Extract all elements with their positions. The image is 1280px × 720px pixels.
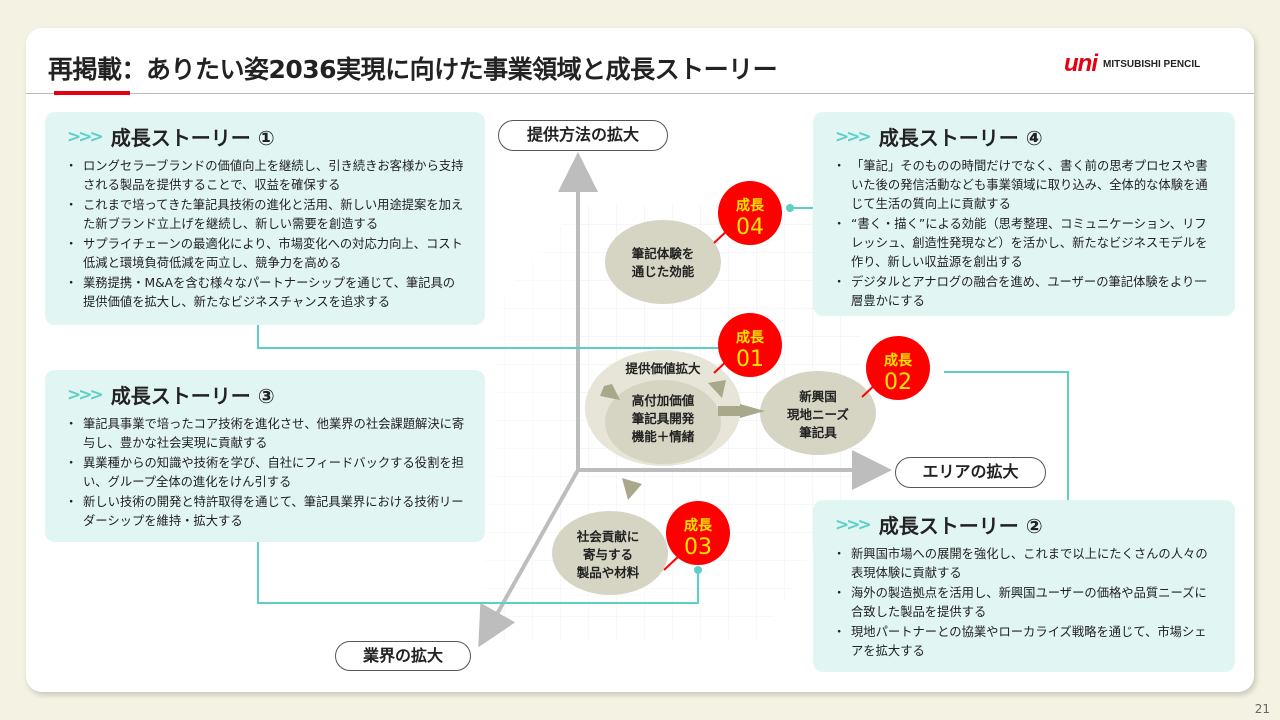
axis-label-diagonal: 業界の拡大 [335, 641, 471, 671]
svg-text:成長: 成長 [736, 329, 765, 346]
story-3-box: >>>成長ストーリー ③ 筆記具事業で培ったコア技術を進化させ、他業界の社会課題… [45, 370, 485, 542]
story-2-box: >>>成長ストーリー ② 新興国市場への展開を強化し、これまで以上にたくさんの人… [813, 500, 1235, 672]
svg-text:寄与する: 寄与する [583, 547, 633, 562]
story-1-box: >>>成長ストーリー ① ロングセラーブランドの価値向上を継続し、引き続きお客様… [45, 112, 485, 325]
svg-text:03: 03 [684, 535, 712, 560]
header-accent-bar [54, 91, 130, 95]
grid-side [480, 205, 578, 640]
svg-text:筆記具: 筆記具 [799, 425, 837, 440]
social-ellipse [552, 511, 668, 595]
page-title: 再掲載：ありたい姿2036実現に向けた事業領域と成長ストーリー [48, 55, 778, 84]
svg-text:02: 02 [884, 370, 912, 395]
chevrons-icon: >>> [835, 126, 872, 147]
axis-label-vertical: 提供方法の拡大 [498, 120, 668, 151]
axis-label-horizontal: エリアの拡大 [895, 457, 1046, 488]
story-title: 成長ストーリー ③ [110, 384, 275, 408]
svg-text:筆記具開発: 筆記具開発 [632, 411, 695, 426]
experience-ellipse [605, 220, 721, 304]
experience-text: 筆記体験を [632, 246, 695, 261]
chevrons-icon: >>> [835, 514, 872, 535]
story-title: 成長ストーリー ① [110, 126, 275, 150]
svg-text:通じた効能: 通じた効能 [632, 264, 695, 279]
svg-text:01: 01 [736, 347, 764, 372]
svg-text:成長: 成長 [684, 517, 713, 534]
grid-floor [480, 470, 860, 640]
emerging-text: 新興国 [799, 389, 837, 404]
emerging-ellipse [760, 371, 876, 455]
chevrons-icon: >>> [67, 384, 104, 405]
connectors [257, 207, 1069, 604]
svg-text:04: 04 [736, 215, 764, 240]
svg-text:成長: 成長 [884, 352, 913, 369]
story-title: 成長ストーリー ② [878, 514, 1043, 538]
svg-text:製品や材料: 製品や材料 [576, 565, 640, 580]
page-number: 21 [1254, 702, 1270, 716]
svg-text:成長: 成長 [736, 197, 765, 214]
header-divider [26, 93, 1254, 94]
core-text: 高付加価値 [632, 393, 695, 408]
story-4-box: >>>成長ストーリー ④ 「筆記」そのものの時間だけでなく、書く前の思考プロセス… [813, 112, 1235, 316]
svg-text:機能＋情緒: 機能＋情緒 [632, 429, 695, 444]
svg-text:現地ニーズ: 現地ニーズ [787, 407, 849, 422]
chevrons-icon: >>> [67, 126, 104, 147]
direction-arrows [600, 380, 765, 500]
core-ellipse [605, 380, 721, 464]
social-text: 社会貢献に [576, 529, 640, 544]
story-title: 成長ストーリー ④ [878, 126, 1043, 150]
core-label: 提供価値拡大 [625, 361, 701, 376]
